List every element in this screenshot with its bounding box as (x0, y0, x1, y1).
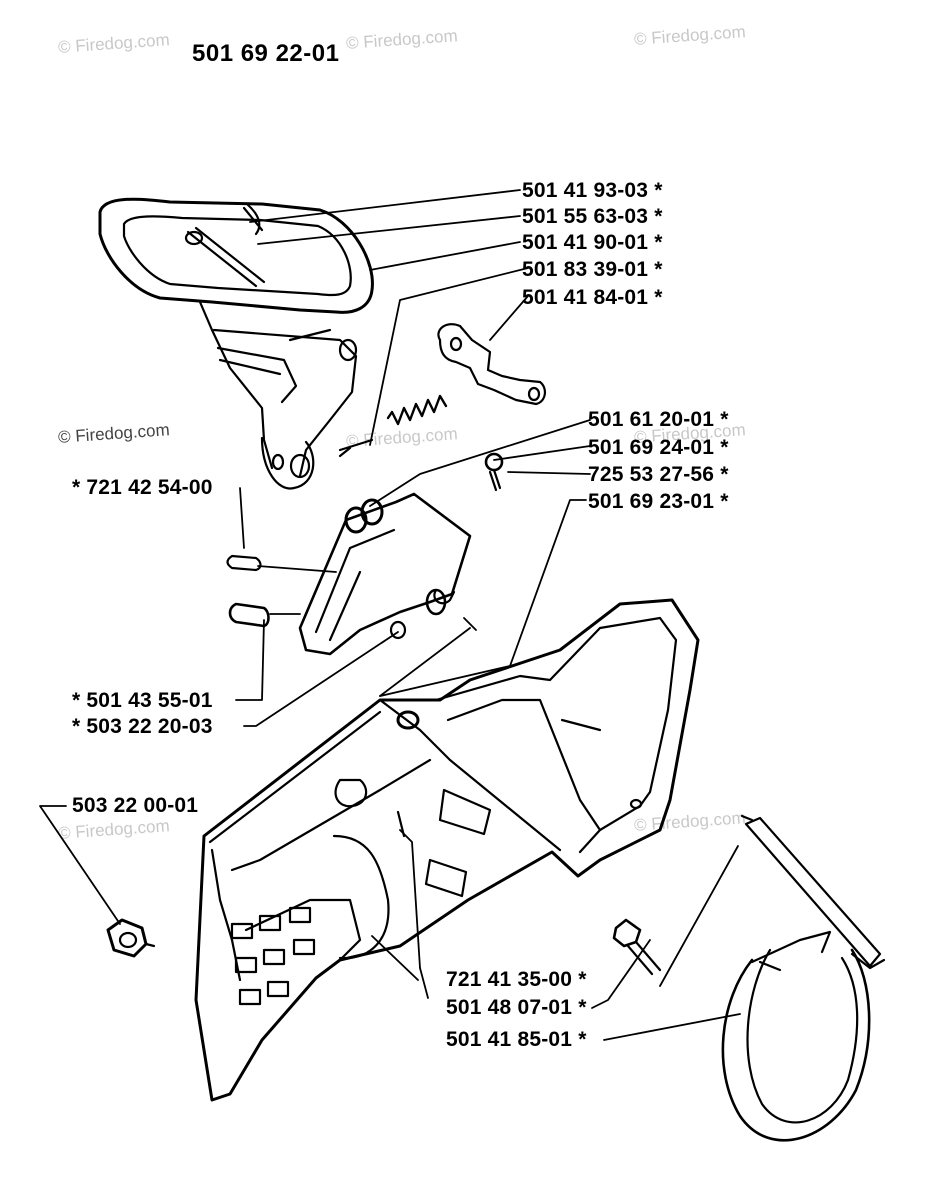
part-label-721-41-35-00: 721 41 35-00 * (446, 968, 587, 991)
part-label-501-83-39-01: 501 83 39-01 * (522, 258, 663, 281)
nut-drawing (106, 918, 156, 958)
band-screw-drawing (612, 918, 662, 976)
part-label-721-42-54-00: * 721 42 54-00 (72, 476, 213, 499)
part-label-501-43-55-01: * 501 43 55-01 (72, 689, 213, 712)
part-label-501-41-84-01: 501 41 84-01 * (522, 286, 663, 309)
part-label-501-41-90-01: 501 41 90-01 * (522, 231, 663, 254)
screw-drawing (484, 452, 504, 492)
brake-plate-drawing (298, 492, 472, 656)
part-label-503-22-00-01: 503 22 00-01 (72, 794, 199, 817)
part-label-503-22-20-03: * 503 22 20-03 (72, 715, 213, 738)
part-label-501-48-07-01: 501 48 07-01 * (446, 996, 587, 1019)
leader-lines (39, 189, 741, 1041)
part-label-501-69-24-01: 501 69 24-01 * (588, 436, 729, 459)
part-label-501-61-20-01: 501 61 20-01 * (588, 408, 729, 431)
spring-drawing (338, 394, 448, 458)
hand-guard-drawing (98, 197, 374, 490)
lever-drawing (437, 323, 546, 406)
part-label-501-69-23-01: 501 69 23-01 * (588, 490, 729, 513)
brake-band-drawing (721, 814, 886, 1142)
part-label-725-53-27-56: 725 53 27-56 * (588, 463, 729, 486)
part-label-501-41-85-01: 501 41 85-01 * (446, 1028, 587, 1051)
diagram-title: 501 69 22-01 (192, 40, 340, 67)
part-label-501-41-93-03: 501 41 93-03 * (522, 179, 663, 202)
chain-brake-housing-drawing (194, 598, 700, 1102)
part-label-501-55-63-03: 501 55 63-03 * (522, 205, 663, 228)
